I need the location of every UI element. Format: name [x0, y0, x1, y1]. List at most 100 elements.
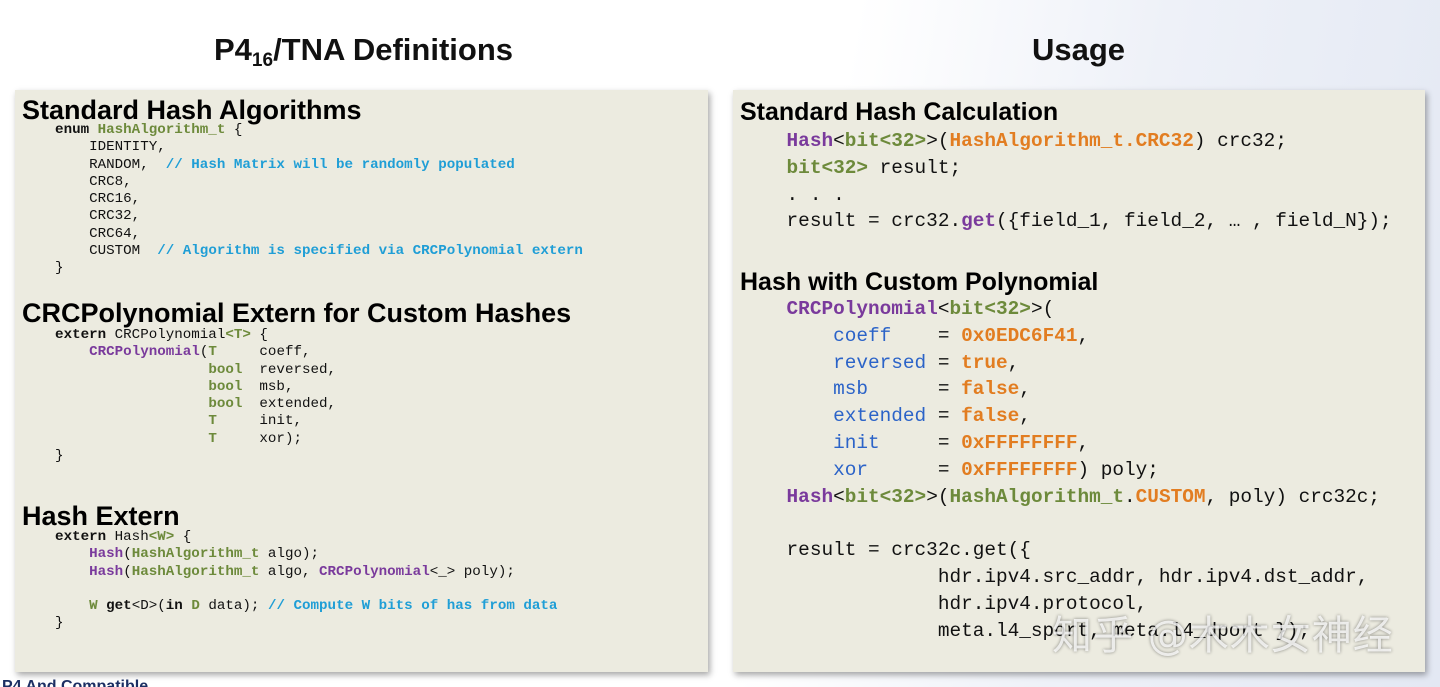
code-token: T [208, 413, 217, 430]
code-token [740, 352, 833, 374]
code-token: . . . [740, 183, 845, 206]
code-token: D [191, 598, 200, 615]
code-token: <W> [148, 529, 175, 545]
code-token: HashAlgorithm_t [97, 122, 226, 138]
code-token: false [961, 405, 1020, 428]
code-token: 0x0EDC6F41 [961, 324, 1078, 347]
code-token [21, 598, 89, 614]
code-token: T [208, 430, 217, 447]
code-token: , [1077, 431, 1090, 454]
code-token: } [21, 448, 64, 465]
code-token: true [961, 351, 1008, 374]
code-token: < [833, 130, 845, 152]
code-token: Hash [89, 563, 124, 580]
code-token: CRC32, [21, 208, 141, 225]
code-token: result = crc32c.get({ [740, 539, 1031, 562]
code-token: reversed, [242, 361, 337, 378]
code-token: xor [833, 458, 869, 481]
standard-hash-calculation-code: Hash<bit<32>>(HashAlgorithm_t.CRC32) crc… [740, 128, 1392, 235]
code-token: result = crc32. [740, 210, 962, 233]
code-token: bool [208, 361, 243, 378]
code-token: >( [926, 130, 950, 152]
code-token: extern [21, 327, 115, 343]
code-token [21, 564, 89, 580]
code-token: coeff, [216, 344, 311, 361]
code-token: extern [21, 529, 115, 545]
code-token: bit<32> [844, 485, 927, 508]
code-token: CRC64, [21, 225, 141, 242]
code-token: get [961, 210, 997, 233]
code-token: ) crc32; [1193, 130, 1287, 152]
code-token: init [833, 431, 880, 454]
code-token: CRCPolynomial [89, 344, 200, 361]
code-token: = [926, 405, 962, 428]
code-token [21, 413, 208, 429]
hash-extern-title: Hash Extern [22, 501, 180, 531]
usage-panel: Standard Hash Calculation Hash<bit<32>>(… [733, 90, 1425, 672]
code-token: bit<32> [844, 130, 927, 152]
code-token: = [868, 378, 962, 401]
code-token [740, 459, 833, 481]
standard-hash-algorithms-title: Standard Hash Algorithms [22, 95, 362, 125]
code-token: , [1077, 324, 1090, 347]
code-token: ({field_1, field_2, … , field_N}); [996, 210, 1392, 233]
crc-polynomial-extern-code: extern CRCPolynomial<T> { CRCPolynomial(… [21, 327, 336, 465]
code-token: CRCPolynomial [114, 327, 226, 343]
code-token: coeff [833, 324, 892, 347]
code-token: } [21, 260, 64, 277]
code-token: , [1019, 378, 1031, 401]
code-token: msb, [242, 378, 294, 395]
right-column-title: Usage [1032, 32, 1126, 67]
footer-logo-fragment: P4 And Compatible [2, 678, 149, 687]
code-token: // Hash Matrix will be randomly populate… [165, 156, 515, 173]
code-token: { [174, 529, 192, 545]
standard-hash-calculation-title: Standard Hash Calculation [740, 98, 1059, 126]
code-token: T [208, 344, 217, 361]
code-token: get [106, 598, 132, 615]
code-token [740, 298, 787, 320]
code-token [740, 405, 833, 427]
code-token: bool [208, 396, 243, 413]
code-token [21, 344, 89, 360]
code-token: ( [123, 546, 132, 563]
code-token: Hash [89, 546, 124, 563]
hash-custom-polynomial-title: Hash with Custom Polynomial [740, 268, 1099, 296]
code-token: hdr.ipv4.protocol, [740, 592, 1148, 615]
code-token: enum [21, 122, 98, 138]
code-token [21, 431, 208, 447]
code-token: = [879, 431, 962, 454]
code-token [740, 486, 787, 508]
code-token [21, 396, 208, 412]
code-token: . [1124, 485, 1136, 508]
code-token: bit<32> [786, 156, 869, 179]
code-token [740, 325, 833, 347]
hash-custom-polynomial-code: CRCPolynomial<bit<32>>( coeff = 0x0EDC6F… [740, 296, 1381, 644]
code-token: CRC16, [21, 191, 141, 208]
code-token: IDENTITY, [21, 139, 166, 156]
code-token: = [926, 351, 962, 374]
code-token: ( [199, 344, 209, 361]
code-token: { [225, 122, 243, 138]
code-token: hdr.ipv4.src_addr, hdr.ipv4.dst_addr, [740, 565, 1369, 588]
code-token: bool [208, 378, 243, 395]
code-token: result; [868, 156, 962, 179]
code-token [21, 362, 208, 378]
code-token: = [868, 458, 962, 481]
code-token: 0xFFFFFFFF [961, 431, 1078, 454]
code-token: <D>( [131, 598, 166, 615]
code-token: extended, [242, 396, 337, 413]
code-token [740, 157, 787, 179]
code-token: ) poly; [1077, 458, 1159, 481]
code-token: <_> poly); [429, 563, 515, 580]
code-token: Hash [114, 529, 149, 545]
code-token [21, 379, 208, 395]
code-token: } [21, 615, 64, 632]
code-token: CRC8, [21, 173, 132, 190]
code-token: CUSTOM [21, 243, 158, 260]
code-token: HashAlgorithm_t [949, 485, 1125, 508]
code-token: init, [216, 413, 302, 430]
code-token: = [891, 324, 962, 347]
code-token [740, 432, 833, 454]
code-token [21, 546, 89, 562]
code-token: CRCPolynomial [786, 298, 938, 320]
